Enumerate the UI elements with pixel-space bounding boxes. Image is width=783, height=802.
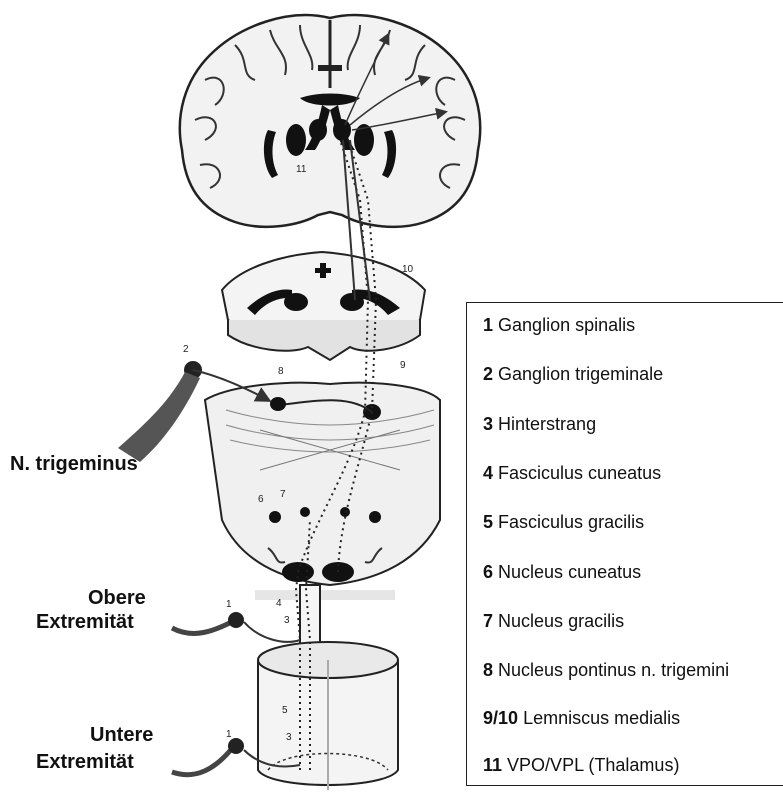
legend-item: 8 Nucleus pontinus n. trigemini: [483, 660, 729, 681]
label-trigeminus: N. trigeminus: [10, 452, 138, 476]
callout-1-lower: 1: [226, 729, 232, 740]
callout-3-upper: 3: [284, 615, 290, 626]
legend-item: 1 Ganglion spinalis: [483, 315, 635, 336]
callout-2: 2: [183, 344, 189, 355]
spinal-cord: [258, 585, 398, 790]
callout-6: 6: [258, 494, 264, 505]
callout-4: 4: [276, 598, 282, 609]
callout-5: 5: [282, 705, 288, 716]
brainstem-upper-slice: [222, 252, 425, 360]
label-upper-extremity-2: Extremität: [36, 610, 134, 634]
label-lower-extremity-1: Untere: [90, 723, 153, 747]
legend-item: 4 Fasciculus cuneatus: [483, 463, 661, 484]
legend-item: 9/10 Lemniscus medialis: [483, 708, 680, 729]
legend-item: 6 Nucleus cuneatus: [483, 562, 641, 583]
medulla-section: [205, 383, 440, 600]
callout-11: 11: [296, 164, 307, 175]
callout-9: 9: [400, 360, 406, 371]
brain-section: [180, 15, 480, 227]
callout-7: 7: [280, 489, 286, 500]
legend-item: 7 Nucleus gracilis: [483, 611, 624, 632]
label-lower-extremity-2: Extremität: [36, 750, 134, 774]
callout-3-lower: 3: [286, 732, 292, 743]
callout-8: 8: [278, 366, 284, 377]
legend-item: 5 Fasciculus gracilis: [483, 512, 644, 533]
callout-10: 10: [402, 264, 414, 275]
label-upper-extremity-1: Obere: [88, 586, 146, 610]
legend-item: 2 Ganglion trigeminale: [483, 364, 663, 385]
legend-item: 3 Hinterstrang: [483, 414, 596, 435]
legend-item: 11 VPO/VPL (Thalamus): [483, 755, 679, 776]
callout-1-upper: 1: [226, 599, 232, 610]
legend-box: 1 Ganglion spinalis 2 Ganglion trigemina…: [466, 302, 783, 786]
